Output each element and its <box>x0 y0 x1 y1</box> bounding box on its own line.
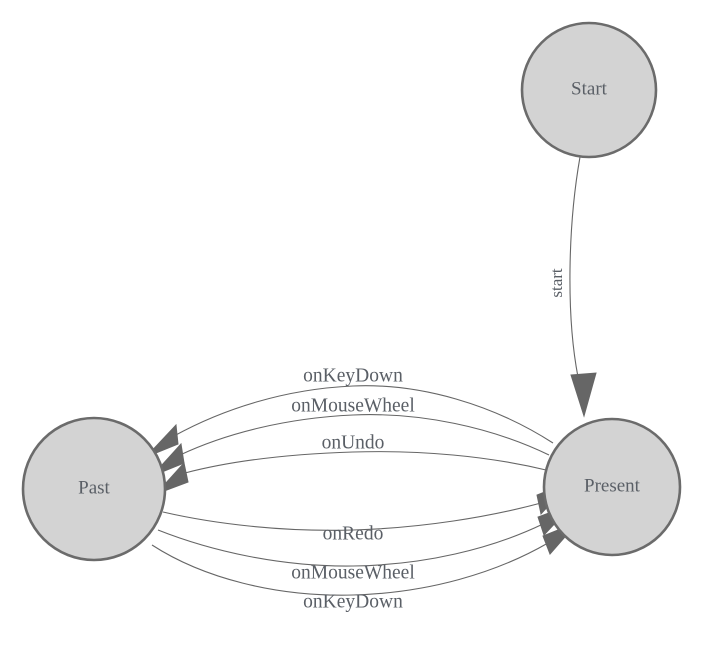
node-past[interactable]: Past <box>21 416 167 562</box>
edge-present-past-onkeydown-path <box>173 385 554 444</box>
edge-past-present-onkeydown-path <box>151 542 549 596</box>
edge-label-present-past-onundo: onUndo <box>322 432 385 453</box>
edge-label-past-present-onkeydown: onKeyDown <box>303 591 403 612</box>
edge-label-past-present-onredo: onRedo <box>323 523 384 544</box>
node-start[interactable]: Start <box>520 21 658 159</box>
edge-present-past-onundo-path <box>184 451 547 474</box>
node-start-label: Start <box>571 78 608 99</box>
node-start-shape <box>520 21 658 159</box>
edge-start-path <box>569 156 581 378</box>
node-past-shape <box>21 416 167 562</box>
edge-past-present-onredo-path <box>162 502 542 531</box>
edge-present-past-onmousewheel-path <box>179 414 550 456</box>
node-present-label: Present <box>584 475 641 496</box>
edge-label-start: start <box>547 268 566 298</box>
edge-start-arrowhead <box>570 372 597 418</box>
edge-label-present-past-onmousewheel: onMouseWheel <box>291 395 415 416</box>
edge-label-present-past-onkeydown: onKeyDown <box>303 365 403 386</box>
edge-start[interactable] <box>569 156 597 418</box>
node-past-label: Past <box>78 477 110 498</box>
node-present-shape <box>542 417 682 557</box>
edge-past-present-onmousewheel-path <box>157 523 544 567</box>
node-present[interactable]: Present <box>542 417 682 557</box>
edge-label-past-present-onmousewheel: onMouseWheel <box>291 562 415 583</box>
edge-present-past-onundo[interactable] <box>155 451 547 495</box>
